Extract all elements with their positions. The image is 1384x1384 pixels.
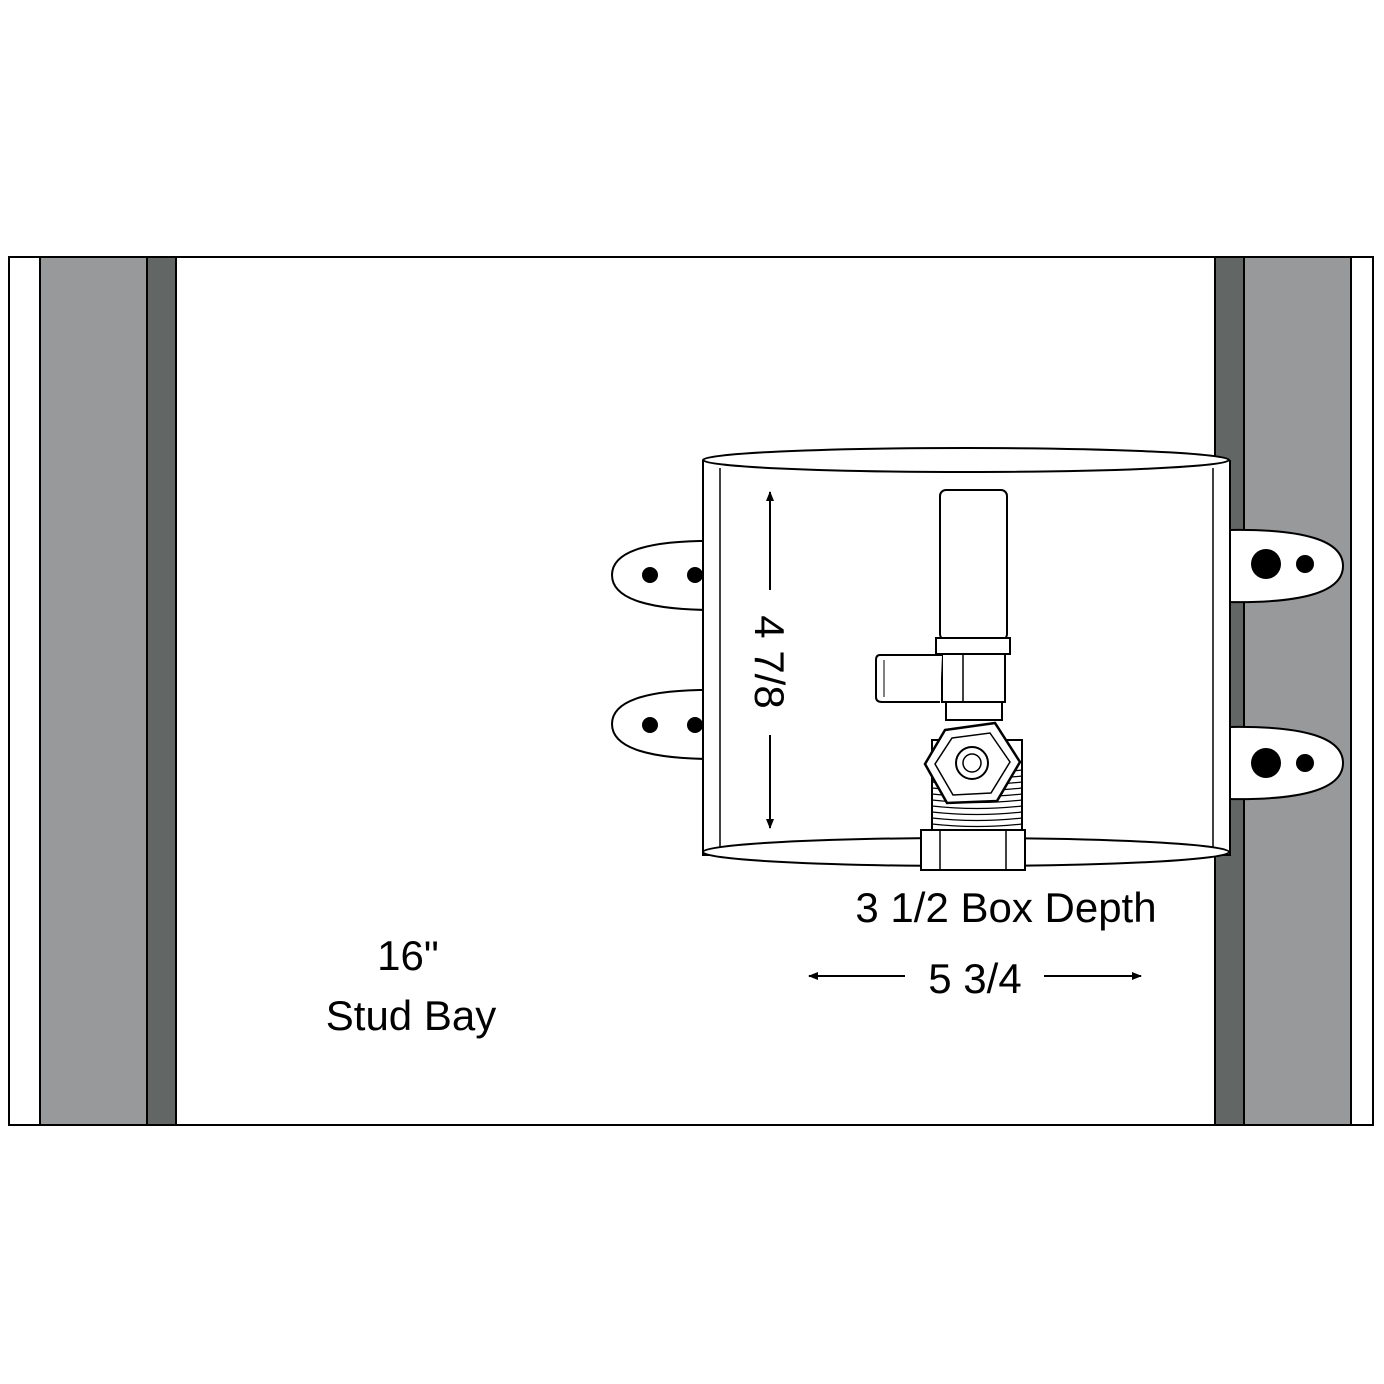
valve-outlet-pipe	[939, 489, 1008, 641]
box-height-label: 4 7/8	[746, 615, 793, 708]
width-dimension: 5 3/4	[808, 955, 1142, 1002]
box-width-label: 5 3/4	[928, 955, 1021, 1002]
box-depth-label: 3 1/2 Box Depth	[855, 884, 1156, 931]
valve-stem	[945, 701, 1003, 721]
screw-hole-large	[1251, 748, 1281, 778]
left-stud-face	[39, 256, 148, 1126]
left-mounting-tab-lower	[610, 688, 723, 761]
screw-hole	[642, 567, 658, 583]
right-mounting-tab-lower	[1227, 725, 1345, 801]
screw-hole	[642, 717, 658, 733]
right-stud-face	[1243, 256, 1352, 1126]
left-stud	[39, 256, 177, 1126]
height-dimension: 4 7/8	[746, 491, 793, 829]
screw-hole	[1296, 555, 1314, 573]
bay-name-label: Stud Bay	[326, 992, 496, 1039]
valve-body	[935, 637, 1011, 655]
right-stud	[1214, 256, 1352, 1126]
shutoff-valve	[875, 489, 1026, 871]
outlet-box-top-rim	[702, 447, 1230, 473]
left-mounting-tab-upper	[610, 539, 723, 612]
screw-hole	[687, 717, 703, 733]
left-stud-edge	[146, 256, 177, 1126]
right-mounting-tab-upper	[1227, 528, 1345, 604]
screw-hole	[687, 567, 703, 583]
screw-hole-large	[1251, 549, 1281, 579]
bottom-fitting	[920, 829, 1026, 871]
valve-handle	[875, 654, 942, 703]
screw-hole	[1296, 754, 1314, 772]
bay-width-label: 16"	[377, 932, 439, 979]
valve-body-lower	[941, 653, 1006, 703]
